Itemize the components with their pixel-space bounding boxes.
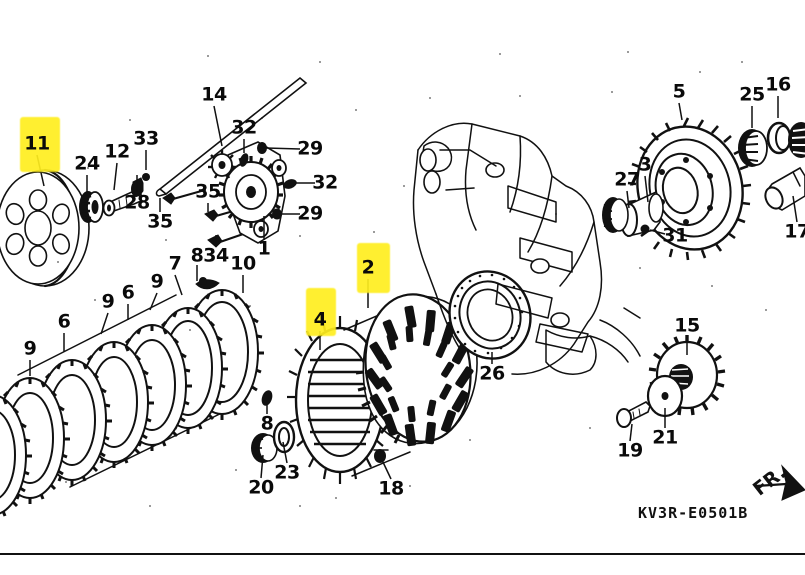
callout-label-32[interactable]: 32	[312, 171, 338, 194]
engine-crankcase-outline	[412, 122, 641, 375]
highlight-h2	[357, 243, 390, 293]
callout-label-5[interactable]: 5	[672, 80, 686, 103]
part-27-needle-bearing	[602, 197, 629, 233]
callout-label-9[interactable]: 9	[101, 290, 115, 313]
callout-label-15[interactable]: 15	[674, 314, 700, 337]
callout-label-25[interactable]: 25	[739, 83, 765, 106]
part-14-push-rod	[155, 76, 308, 197]
leader-line-31	[649, 229, 666, 235]
scan-speckle	[57, 51, 767, 507]
callout-label-23[interactable]: 23	[274, 461, 300, 484]
callout-label-14[interactable]: 14	[201, 83, 227, 106]
callout-label-31[interactable]: 31	[662, 224, 688, 247]
part-19-bolt	[616, 401, 651, 428]
callout-label-16[interactable]: 16	[765, 73, 791, 96]
callout-label-8[interactable]: 8	[260, 412, 274, 435]
callout-label-11[interactable]: 11	[24, 132, 50, 155]
callout-label-10[interactable]: 10	[230, 252, 256, 275]
leader-line-19	[629, 423, 633, 442]
part-29-bolts	[257, 142, 282, 220]
leader-line-29	[265, 147, 301, 150]
part-25-16-bearings	[738, 121, 805, 167]
part-17-shaft	[764, 166, 805, 211]
leader-line-20	[260, 454, 264, 479]
callout-label-24[interactable]: 24	[74, 152, 100, 175]
leader-line-7	[174, 274, 183, 296]
part-20-23-washer-bearing	[251, 420, 296, 463]
front-direction-arrow	[754, 464, 805, 501]
callout-label-9[interactable]: 9	[23, 337, 37, 360]
callout-label-35[interactable]: 35	[147, 210, 173, 233]
leader-line-12	[113, 162, 118, 191]
callout-label-35[interactable]: 35	[195, 180, 221, 203]
leader-line-9	[149, 292, 158, 311]
callout-label-1[interactable]: 1	[257, 237, 271, 260]
callout-label-2[interactable]: 2	[361, 256, 375, 279]
highlight-h11	[20, 117, 60, 172]
callout-label-21[interactable]: 21	[652, 426, 678, 449]
leader-line-5	[678, 102, 683, 121]
part-26-oil-seal	[448, 270, 532, 360]
leader-line-27	[626, 190, 630, 209]
callout-label-34[interactable]: 34	[203, 244, 229, 267]
bottom-divider	[0, 553, 805, 555]
clutch-plate-stack	[0, 289, 273, 517]
callout-label-6[interactable]: 6	[121, 281, 135, 304]
callout-label-32[interactable]: 32	[231, 116, 257, 139]
part-32-dowel-pins	[239, 153, 297, 189]
part-24-bearing	[79, 191, 104, 223]
callout-label-9[interactable]: 9	[150, 270, 164, 293]
callout-label-28[interactable]: 28	[124, 191, 150, 214]
callout-leader-lines	[29, 96, 798, 480]
leader-line-14	[213, 105, 223, 147]
callout-label-20[interactable]: 20	[248, 476, 274, 499]
part-31-pin	[640, 224, 650, 234]
callout-label-17[interactable]: 17	[784, 220, 805, 243]
leader-line-23	[282, 441, 288, 464]
leader-line-18	[381, 459, 392, 480]
leader-line-17	[792, 195, 798, 223]
diagram-part-code: KV3R-E0501B	[638, 504, 749, 522]
callout-label-4[interactable]: 4	[313, 308, 327, 331]
part-15-oil-pump-gear	[616, 335, 726, 428]
callout-label-18[interactable]: 18	[378, 477, 404, 500]
callout-label-3[interactable]: 3	[638, 153, 652, 176]
callout-label-27[interactable]: 27	[614, 168, 640, 191]
callout-label-8[interactable]: 8	[190, 244, 204, 267]
callout-label-19[interactable]: 19	[617, 439, 643, 462]
leader-line-3	[644, 175, 649, 203]
callout-label-6[interactable]: 6	[57, 310, 71, 333]
callout-label-29[interactable]: 29	[297, 202, 323, 225]
part-2-clutch-outer-basket	[355, 293, 478, 463]
part-34-8-clips	[195, 277, 220, 290]
callout-label-33[interactable]: 33	[133, 127, 159, 150]
part-33-28-pin-and-cap	[131, 173, 150, 197]
callout-label-7[interactable]: 7	[168, 252, 182, 275]
callout-label-29[interactable]: 29	[297, 137, 323, 160]
highlight-h4	[306, 288, 336, 336]
callout-label-12[interactable]: 12	[104, 140, 130, 163]
part-5-primary-driven-gear	[602, 117, 752, 261]
callout-label-26[interactable]: 26	[479, 362, 505, 385]
leader-line-9	[100, 312, 109, 335]
part-11-pressure-plate	[0, 168, 90, 288]
